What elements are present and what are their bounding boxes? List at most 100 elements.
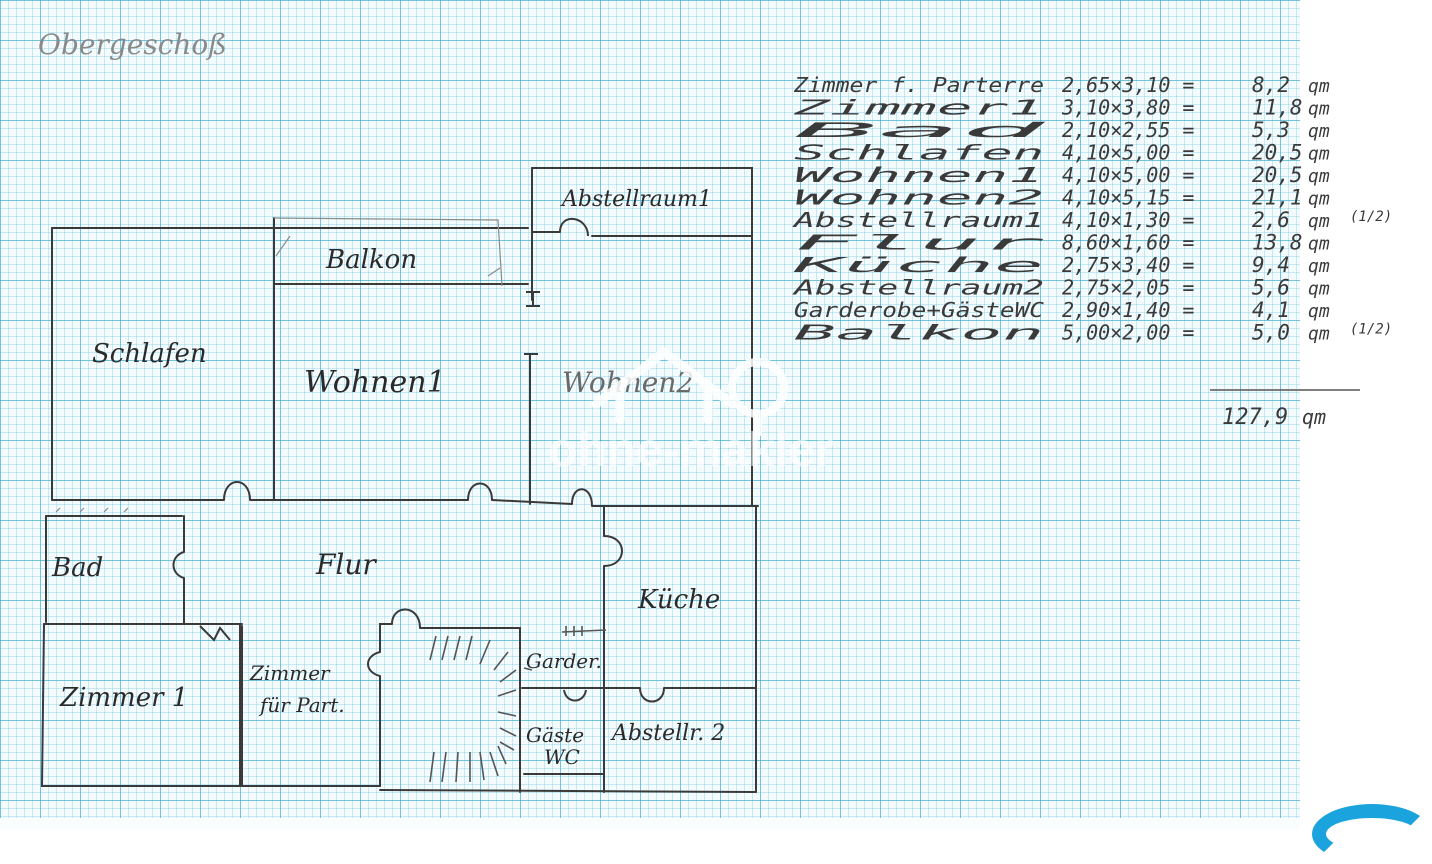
- door-wc: [563, 689, 587, 702]
- table-cell-dims: 2,75×3,40 =: [1062, 253, 1194, 277]
- wall-abstellraum1-bottom: [531, 231, 753, 237]
- watermark-tree-icon: [728, 358, 788, 418]
- wall-abstellraum1: [531, 167, 753, 507]
- table-cell-dims: 5,00×2,00 =: [1062, 321, 1194, 345]
- table-cell-area: 2,6: [1252, 208, 1290, 232]
- table-cell-area: 20,5: [1252, 163, 1303, 187]
- pencil-sketches: [55, 217, 503, 513]
- table-total-unit: qm: [1302, 405, 1326, 429]
- table-cell-dims: 3,10×3,80 =: [1061, 96, 1194, 120]
- room-label-kueche: Küche: [637, 585, 720, 615]
- table-cell-unit: qm: [1308, 301, 1330, 322]
- door-zimmer-part: [367, 651, 381, 677]
- table-cell-room: Garderobe+GästeWC: [794, 298, 1044, 322]
- table-cell-room: Bad: [794, 118, 1051, 142]
- table-cell-area: 5,0: [1252, 321, 1290, 345]
- watermark-house-icon: [591, 347, 737, 425]
- table-cell-room: Abstellraum1: [791, 208, 1044, 232]
- graph-paper: [0, 0, 1432, 830]
- watermark-text: ohne-makler: [548, 424, 833, 477]
- table-cell-area: 5,3: [1252, 118, 1290, 142]
- room-label-schlafen: Schlafen: [92, 339, 207, 369]
- door-kitchen: [603, 535, 623, 567]
- table-cell-unit: qm: [1308, 211, 1330, 232]
- wall-ticks: [524, 291, 540, 355]
- room-label-balkon: Balkon: [325, 245, 417, 275]
- table-cell-area: 4,1: [1252, 298, 1290, 322]
- walls: [40, 167, 759, 793]
- table-cell-room: Zimmer1: [791, 96, 1044, 120]
- table-cell-room: Wohnen1: [794, 163, 1044, 187]
- room-label-gaeste-line2: WC: [544, 745, 580, 769]
- stair-steps-lower: [429, 711, 517, 783]
- door-zimmer1: [199, 625, 231, 642]
- table-cell-room: Zimmer f. Parterre: [793, 73, 1044, 97]
- table-cell-area: 21,1: [1252, 186, 1303, 210]
- table-cell-note: (1/2): [1350, 209, 1392, 225]
- bad-hatch: [55, 507, 129, 513]
- wall-garder-wc: [521, 687, 605, 775]
- room-label-wohnen1: Wohnen1: [304, 365, 446, 400]
- floor-plan: Obergeschoß: [38, 28, 1392, 793]
- table-cell-area: 13,8: [1252, 231, 1303, 255]
- balkon-hatch: [275, 235, 501, 277]
- table-cell-dims: 2,65×3,10 =: [1062, 73, 1194, 97]
- table-row: Abstellraum2 2,75×2,05 = 5,6 qm: [791, 276, 1330, 300]
- table-cell-unit: qm: [1308, 279, 1330, 300]
- table-cell-unit: qm: [1308, 324, 1330, 345]
- table-cell-room: Flur: [794, 231, 1044, 255]
- table-cell-room: Wohnen2: [794, 186, 1044, 210]
- table-row: Zimmer f. Parterre 2,65×3,10 = 8,2 qm: [793, 73, 1330, 97]
- table-cell-unit: qm: [1308, 99, 1330, 120]
- room-label-garder: Garder.: [526, 649, 602, 673]
- table-cell-unit: qm: [1308, 76, 1330, 97]
- door-flur-wohnen2: [571, 488, 593, 507]
- table-cell-area: 11,8: [1252, 96, 1303, 120]
- room-label-abstell2: Abstellr. 2: [610, 721, 725, 746]
- door-flur-wohnen1: [467, 482, 493, 501]
- table-cell-dims: 8,60×1,60 =: [1062, 231, 1194, 255]
- wall-bottom: [379, 789, 757, 793]
- table-cell-dims: 4,10×5,15 =: [1062, 186, 1194, 210]
- table-cell-room: Schlafen: [794, 141, 1044, 165]
- table-cell-area: 5,6: [1252, 276, 1290, 300]
- table-cell-unit: qm: [1308, 234, 1330, 255]
- wall-zimmer-part: [241, 623, 393, 787]
- table-cell-area: 20,5: [1252, 141, 1303, 165]
- door-bad: [172, 551, 185, 579]
- table-cell-dims: 2,75×2,05 =: [1062, 276, 1194, 300]
- room-label-zimmer-part-line2: für Part.: [258, 693, 345, 717]
- room-label-gaeste-line1: Gäste: [526, 723, 584, 747]
- table-total-value: 127,9: [1222, 405, 1288, 430]
- garder-hooks: [523, 626, 607, 671]
- table-cell-dims: 4,10×5,00 =: [1062, 141, 1194, 165]
- room-label-zimmer-part-line1: Zimmer: [249, 661, 331, 685]
- wall-stair-top: [419, 627, 521, 793]
- table-row: Abstellraum1 4,10×1,30 = 2,6 qm (1/2): [791, 208, 1393, 232]
- table-cell-note: (1/2): [1350, 322, 1392, 338]
- door-stair: [391, 608, 421, 629]
- wall-zimmer1: [40, 623, 241, 787]
- table-cell-room: Balkon: [794, 321, 1044, 345]
- watermark: ohne-makler: [548, 347, 833, 477]
- room-labels: Abstellraum1 Balkon Schlafen Wohnen1 Woh…: [51, 187, 725, 769]
- table-cell-dims: 4,10×1,30 =: [1062, 208, 1194, 232]
- table-cell-unit: qm: [1308, 189, 1330, 210]
- table-cell-room: Abstellraum2: [791, 276, 1044, 300]
- room-label-zimmer1: Zimmer 1: [59, 683, 188, 713]
- table-row: Balkon 5,00×2,00 = 5,0 qm (1/2): [794, 321, 1392, 345]
- door-flur-schlafen: [223, 481, 251, 501]
- table-cell-dims: 4,10×5,00 =: [1062, 163, 1194, 187]
- wall-flur-top: [51, 499, 759, 507]
- paper-bottom-edge: [0, 818, 1300, 830]
- table-cell-unit: qm: [1308, 121, 1330, 142]
- table-cell-area: 9,4: [1252, 253, 1290, 277]
- table-cell-area: 8,2: [1252, 73, 1290, 97]
